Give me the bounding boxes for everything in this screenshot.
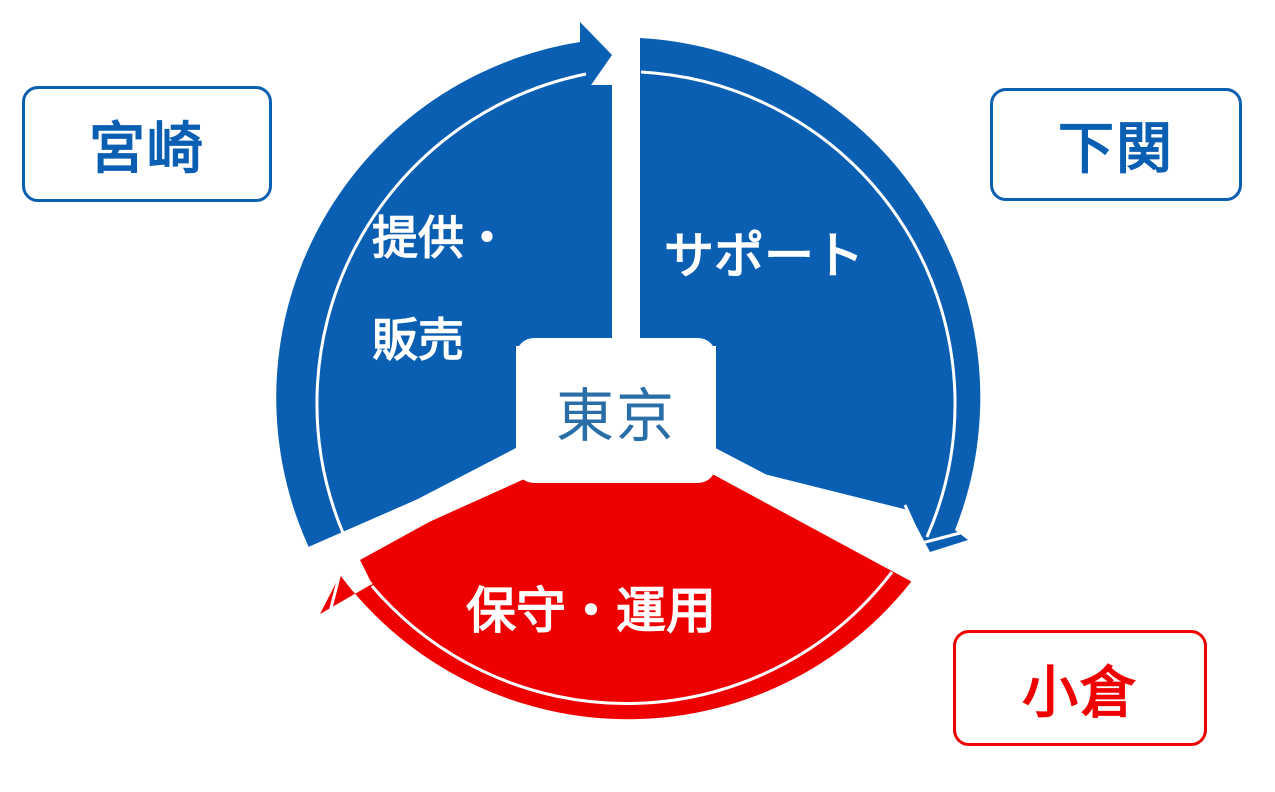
location-label-kokura: 小倉 bbox=[1022, 660, 1138, 726]
segment-sales-label-line1: 提供・ bbox=[372, 211, 510, 265]
location-label-miyazaki: 宮崎 bbox=[89, 116, 205, 182]
support-arrowhead-outline bbox=[903, 504, 961, 545]
segment-support-arrow bbox=[640, 38, 981, 552]
segment-sales-label-line2: 販売 bbox=[372, 313, 464, 367]
segment-maintenance-inner-line bbox=[370, 571, 894, 705]
separator-bottom-right bbox=[690, 440, 930, 584]
location-box-shimonoseki: 下関 bbox=[990, 88, 1242, 201]
segment-sales-inner-line bbox=[315, 72, 587, 534]
separator-bottom-left bbox=[306, 450, 540, 572]
segment-maintenance-arrow bbox=[320, 472, 920, 720]
location-box-kokura: 小倉 bbox=[953, 630, 1207, 746]
segment-support-inner-line bbox=[640, 70, 957, 538]
maintenance-arrowhead-outline bbox=[328, 571, 373, 613]
location-box-miyazaki: 宮崎 bbox=[22, 86, 272, 202]
separator-top bbox=[612, 30, 640, 360]
location-label-shimonoseki: 下関 bbox=[1058, 117, 1174, 182]
segment-support-label: サポート bbox=[664, 227, 864, 285]
center-label: 東京 bbox=[555, 381, 676, 450]
segment-maintenance-label: 保守・運用 bbox=[466, 582, 716, 640]
center-hub: 東京 bbox=[516, 338, 716, 483]
segment-sales-arrow bbox=[276, 22, 612, 554]
